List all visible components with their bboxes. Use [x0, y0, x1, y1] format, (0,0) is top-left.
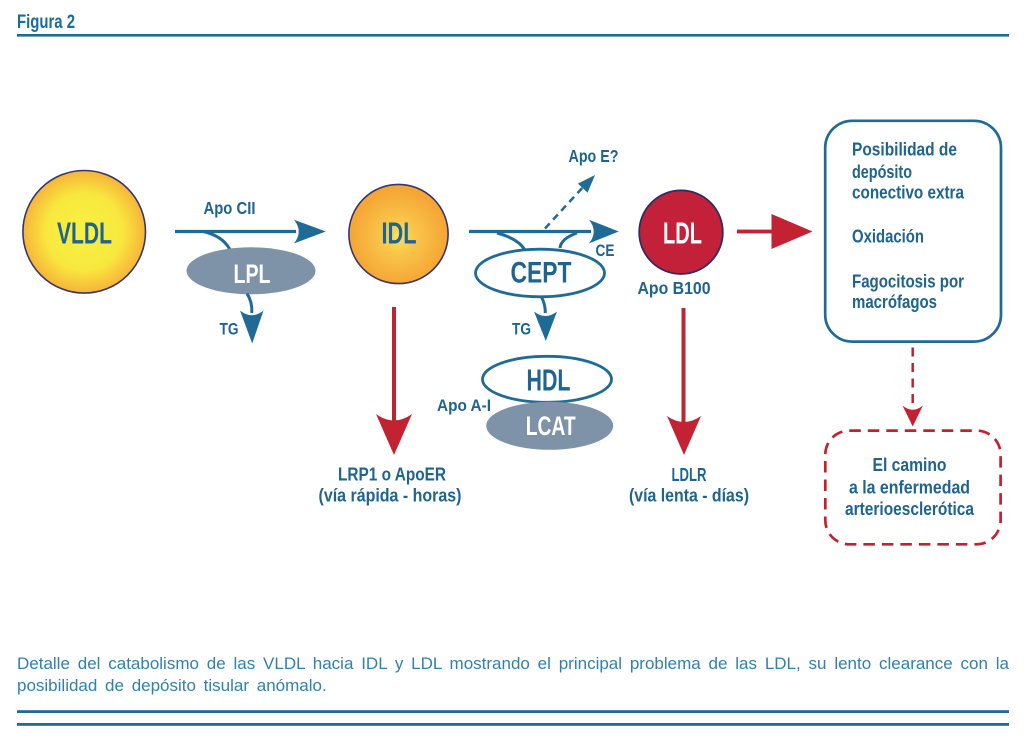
- svg-text:CEPT: CEPT: [511, 257, 572, 290]
- svg-text:Posibilidad de: Posibilidad de: [852, 139, 957, 160]
- svg-text:Apo B100: Apo B100: [638, 278, 711, 298]
- svg-text:a la enfermedad: a la enfermedad: [849, 477, 970, 497]
- svg-text:conectivo extra: conectivo extra: [852, 181, 965, 202]
- svg-text:arterioesclerótica: arterioesclerótica: [845, 499, 975, 519]
- svg-text:TG: TG: [512, 320, 531, 339]
- svg-text:IDL: IDL: [382, 216, 417, 251]
- svg-text:Apo A-I: Apo A-I: [437, 396, 491, 415]
- svg-text:(vía rápida - horas): (vía rápida - horas): [319, 486, 462, 506]
- svg-text:LDLR: LDLR: [672, 465, 707, 485]
- svg-text:depósito: depósito: [852, 161, 912, 182]
- svg-text:LCAT: LCAT: [526, 411, 576, 441]
- svg-text:TG: TG: [220, 320, 239, 339]
- svg-text:(vía lenta - días): (vía lenta - días): [629, 486, 749, 506]
- svg-text:Fagocitosis por: Fagocitosis por: [852, 271, 964, 292]
- svg-text:macrófagos: macrófagos: [852, 291, 937, 312]
- svg-text:Figura 2: Figura 2: [17, 12, 75, 33]
- svg-text:LPL: LPL: [234, 259, 271, 289]
- svg-text:HDL: HDL: [527, 363, 571, 398]
- svg-text:El camino: El camino: [873, 455, 947, 475]
- svg-text:VLDL: VLDL: [57, 216, 112, 251]
- svg-text:Oxidación: Oxidación: [852, 226, 924, 247]
- svg-text:Apo E?: Apo E?: [569, 146, 619, 166]
- svg-text:CE: CE: [596, 241, 615, 260]
- svg-text:LRP1 o ApoER: LRP1 o ApoER: [338, 465, 446, 485]
- svg-text:Apo CII: Apo CII: [204, 198, 256, 218]
- svg-text:LDL: LDL: [663, 216, 702, 251]
